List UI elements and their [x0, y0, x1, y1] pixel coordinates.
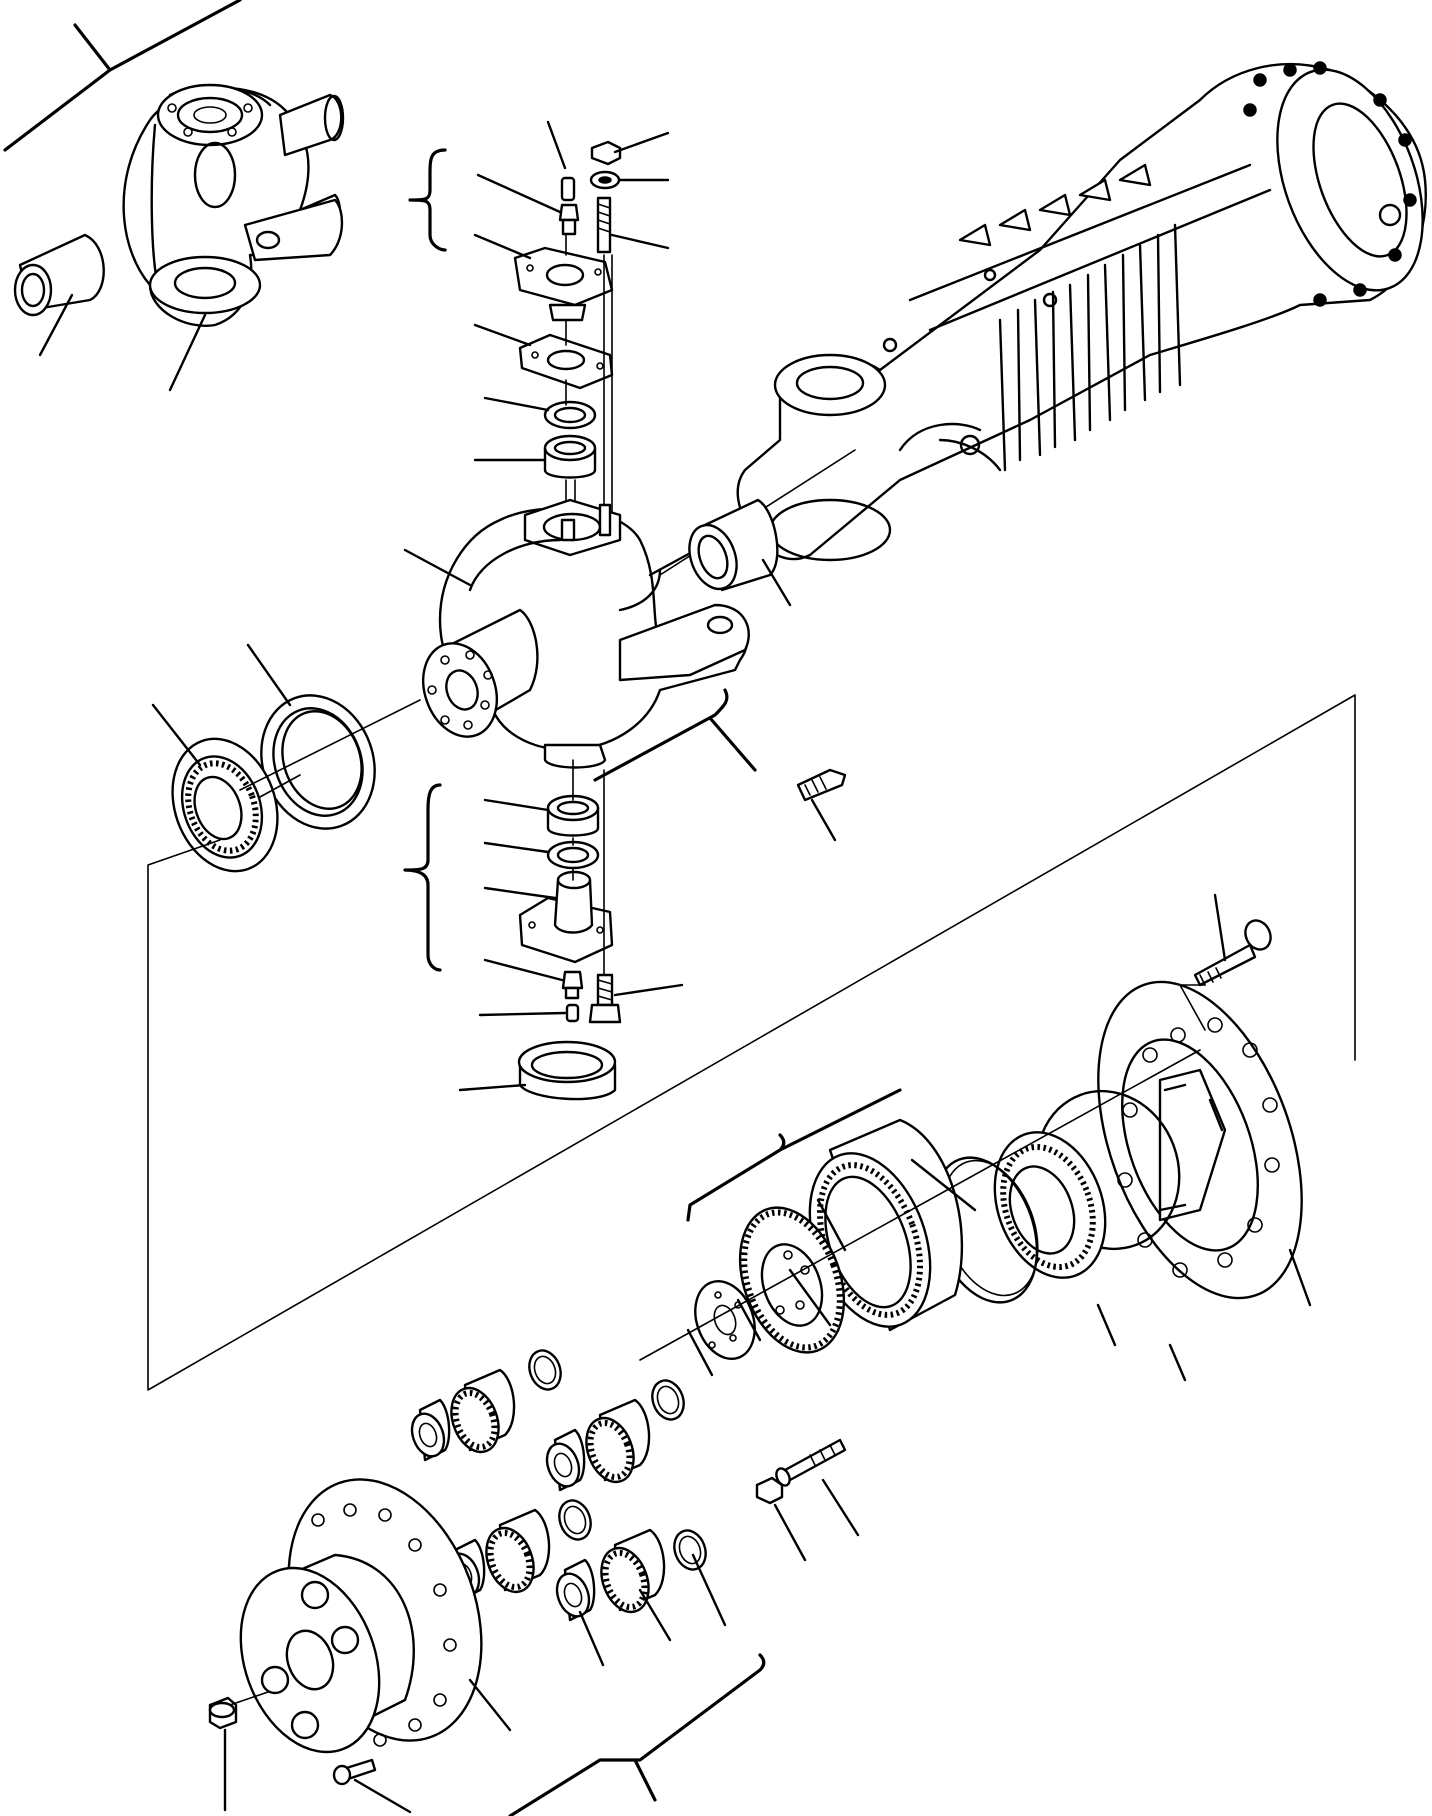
leader-line — [246, 643, 292, 707]
carrier-side-pin — [278, 93, 343, 157]
hub-cover — [208, 1478, 766, 1816]
leader-line — [1213, 893, 1227, 962]
leader-line — [686, 1328, 714, 1377]
leader-line — [468, 1678, 512, 1732]
lower-brace — [403, 783, 442, 972]
leader-line — [476, 173, 562, 214]
knuckle-bracket — [593, 688, 757, 782]
leader-line — [910, 1158, 977, 1212]
inset-bracket — [3, 0, 242, 152]
thrust-washer — [694, 1280, 756, 1360]
leader-line — [483, 396, 550, 412]
hub-bolt — [1193, 943, 1257, 987]
leader-line — [788, 1268, 832, 1327]
leader-line — [761, 558, 792, 607]
leader-line — [691, 1553, 727, 1627]
leader-line — [483, 886, 557, 900]
upper-kingpin-stack — [408, 120, 670, 536]
leader-line — [821, 1478, 860, 1537]
upper-seal — [543, 400, 597, 430]
leader-line — [773, 1503, 807, 1562]
leader-line — [1096, 1303, 1117, 1347]
leader-line — [816, 1198, 847, 1252]
leader-line — [638, 1588, 672, 1642]
lower-grease-nipple — [561, 970, 584, 990]
axle-bushing — [688, 498, 792, 607]
leader-line — [1288, 1248, 1312, 1307]
hub-roller-bearing — [993, 1131, 1107, 1279]
threaded-stud — [596, 196, 612, 254]
leader-line — [810, 798, 837, 842]
carrier-long-bolt — [783, 1438, 847, 1482]
leader-line — [546, 120, 567, 170]
dowel-pin — [560, 176, 576, 202]
leader-line — [610, 233, 670, 250]
housing-flange — [1276, 68, 1424, 292]
leader-line — [473, 233, 532, 260]
leader-line — [578, 1610, 605, 1667]
carrier-top-boss — [156, 83, 264, 147]
leader-line — [353, 1778, 412, 1814]
carrier-fasteners — [755, 1438, 860, 1562]
wheel-bearings — [147, 643, 1356, 1391]
lower-kingpin-stack — [403, 759, 684, 1101]
leader-line — [613, 983, 684, 997]
lower-dowel-pin — [565, 1003, 580, 1023]
planet-gear-set — [555, 1528, 707, 1622]
axle-housing — [736, 61, 1427, 562]
planet-gear-set — [410, 1349, 562, 1462]
steering-knuckle — [403, 449, 856, 782]
lower-seal — [546, 840, 600, 870]
leader-line — [458, 1083, 527, 1092]
wheel-hub — [1097, 893, 1312, 1307]
wheel-stud — [796, 768, 847, 842]
upper-brace — [408, 148, 447, 252]
leader-line — [736, 1298, 762, 1342]
leader-line — [151, 703, 202, 767]
leader-line — [483, 841, 550, 854]
planetary-gears — [410, 1349, 727, 1667]
carrier-nut — [755, 1476, 784, 1505]
housing-yoke-upper — [773, 353, 887, 417]
leader-line — [168, 313, 207, 392]
ring-gear-bracket — [686, 1088, 902, 1222]
leader-line — [483, 798, 550, 812]
leader-line — [613, 131, 670, 154]
grease-nipple — [558, 203, 580, 222]
leader-line — [473, 323, 532, 347]
planet-gear-set — [545, 1379, 685, 1492]
steering-arm — [618, 603, 750, 682]
kingpin-bushing-inset — [3, 0, 345, 392]
hub-cover-bracket — [508, 1653, 766, 1816]
carrier-bottom-boss — [148, 255, 262, 315]
leader-line — [483, 958, 564, 982]
leader-line — [38, 293, 74, 357]
leader-line — [1168, 1343, 1187, 1382]
leader-line — [478, 1011, 567, 1017]
ring-gear-assembly — [639, 1049, 1201, 1382]
leader-line — [403, 548, 472, 587]
hex-nut — [590, 140, 622, 166]
